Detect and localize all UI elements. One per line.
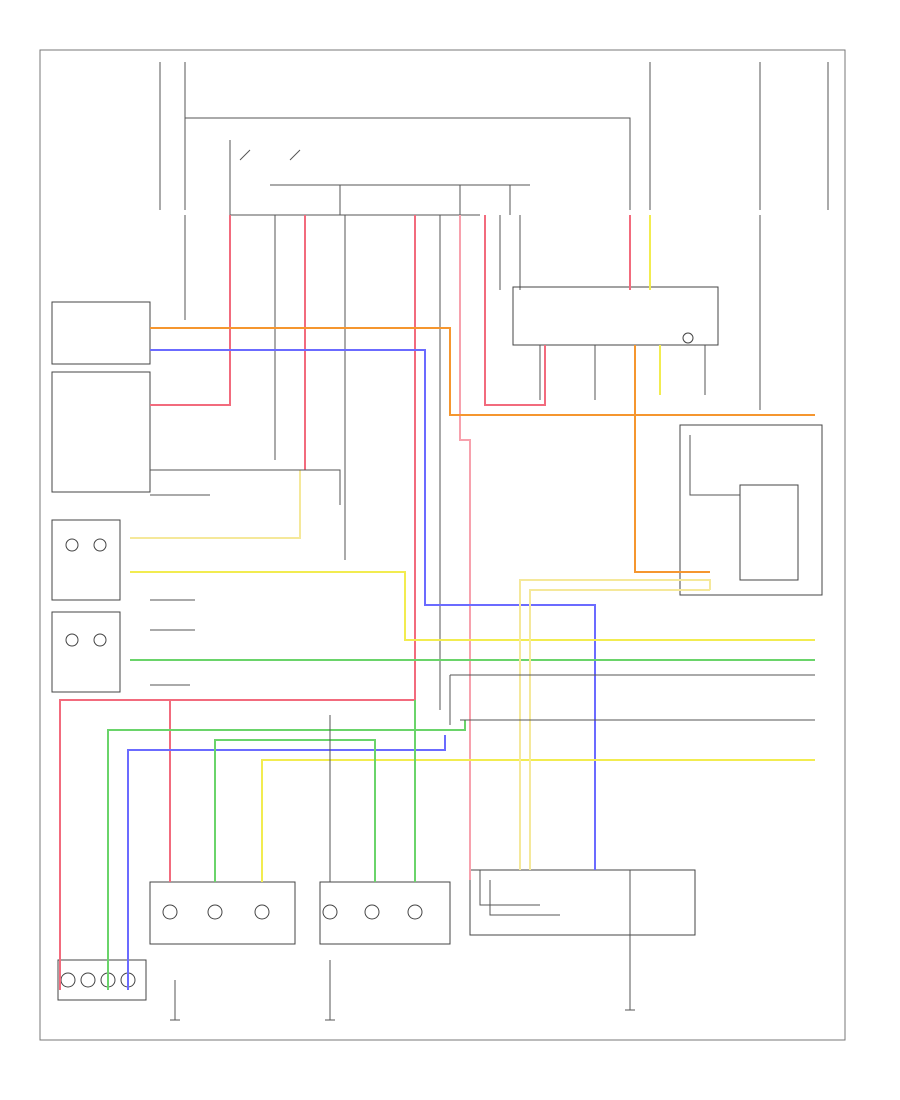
flasher-unit-box xyxy=(679,424,823,596)
green-wire xyxy=(214,739,376,882)
trailer-lamp-box xyxy=(57,959,147,1001)
lamp-icon xyxy=(407,904,423,920)
lamp-icon xyxy=(93,538,107,552)
gray-detail-wires xyxy=(150,345,815,916)
light-yellow-wire xyxy=(529,589,710,870)
lamp-icon xyxy=(60,972,76,988)
hazard-switch-box xyxy=(512,286,719,346)
lamp-icon xyxy=(80,972,96,988)
trailer-connector-box xyxy=(469,869,696,936)
lamp-icon xyxy=(162,904,178,920)
lamp-icon xyxy=(254,904,270,920)
orange-wire xyxy=(150,327,815,416)
lamp-icon xyxy=(65,538,79,552)
yellow-wire xyxy=(261,759,815,882)
yellow-wire xyxy=(130,571,815,641)
green-wire xyxy=(107,720,466,990)
blue-wire xyxy=(150,349,596,870)
ground-symbols xyxy=(170,915,635,1021)
headlamp-switch-box xyxy=(51,371,151,493)
instrument-cluster-box-upper xyxy=(51,519,121,601)
rail-drops xyxy=(184,215,761,710)
red-wire xyxy=(59,215,416,990)
lamp-icon xyxy=(682,332,694,344)
component-boxes xyxy=(51,286,823,1001)
colored-wires xyxy=(59,215,815,990)
outer-frame xyxy=(39,49,846,1041)
pink-wire xyxy=(459,215,471,880)
lamp-icon xyxy=(65,633,79,647)
light-yellow-wire xyxy=(130,470,301,539)
lamp-symbols xyxy=(60,332,694,988)
red-wire xyxy=(484,215,546,406)
light-yellow-wire xyxy=(519,579,711,870)
blue-wire xyxy=(127,735,446,990)
instrument-cluster-box-lower xyxy=(51,611,121,693)
rear-combination-lamp-left-box xyxy=(319,881,451,945)
red-wire xyxy=(150,215,231,406)
lamp-icon xyxy=(93,633,107,647)
lamp-icon xyxy=(322,904,338,920)
lamp-icon xyxy=(207,904,223,920)
left-control-box xyxy=(51,301,151,365)
flasher-relay-box xyxy=(739,484,799,581)
lamp-icon xyxy=(364,904,380,920)
orange-wire xyxy=(634,345,710,573)
rear-combination-lamp-right-box xyxy=(149,881,296,945)
power-rails xyxy=(159,62,829,216)
